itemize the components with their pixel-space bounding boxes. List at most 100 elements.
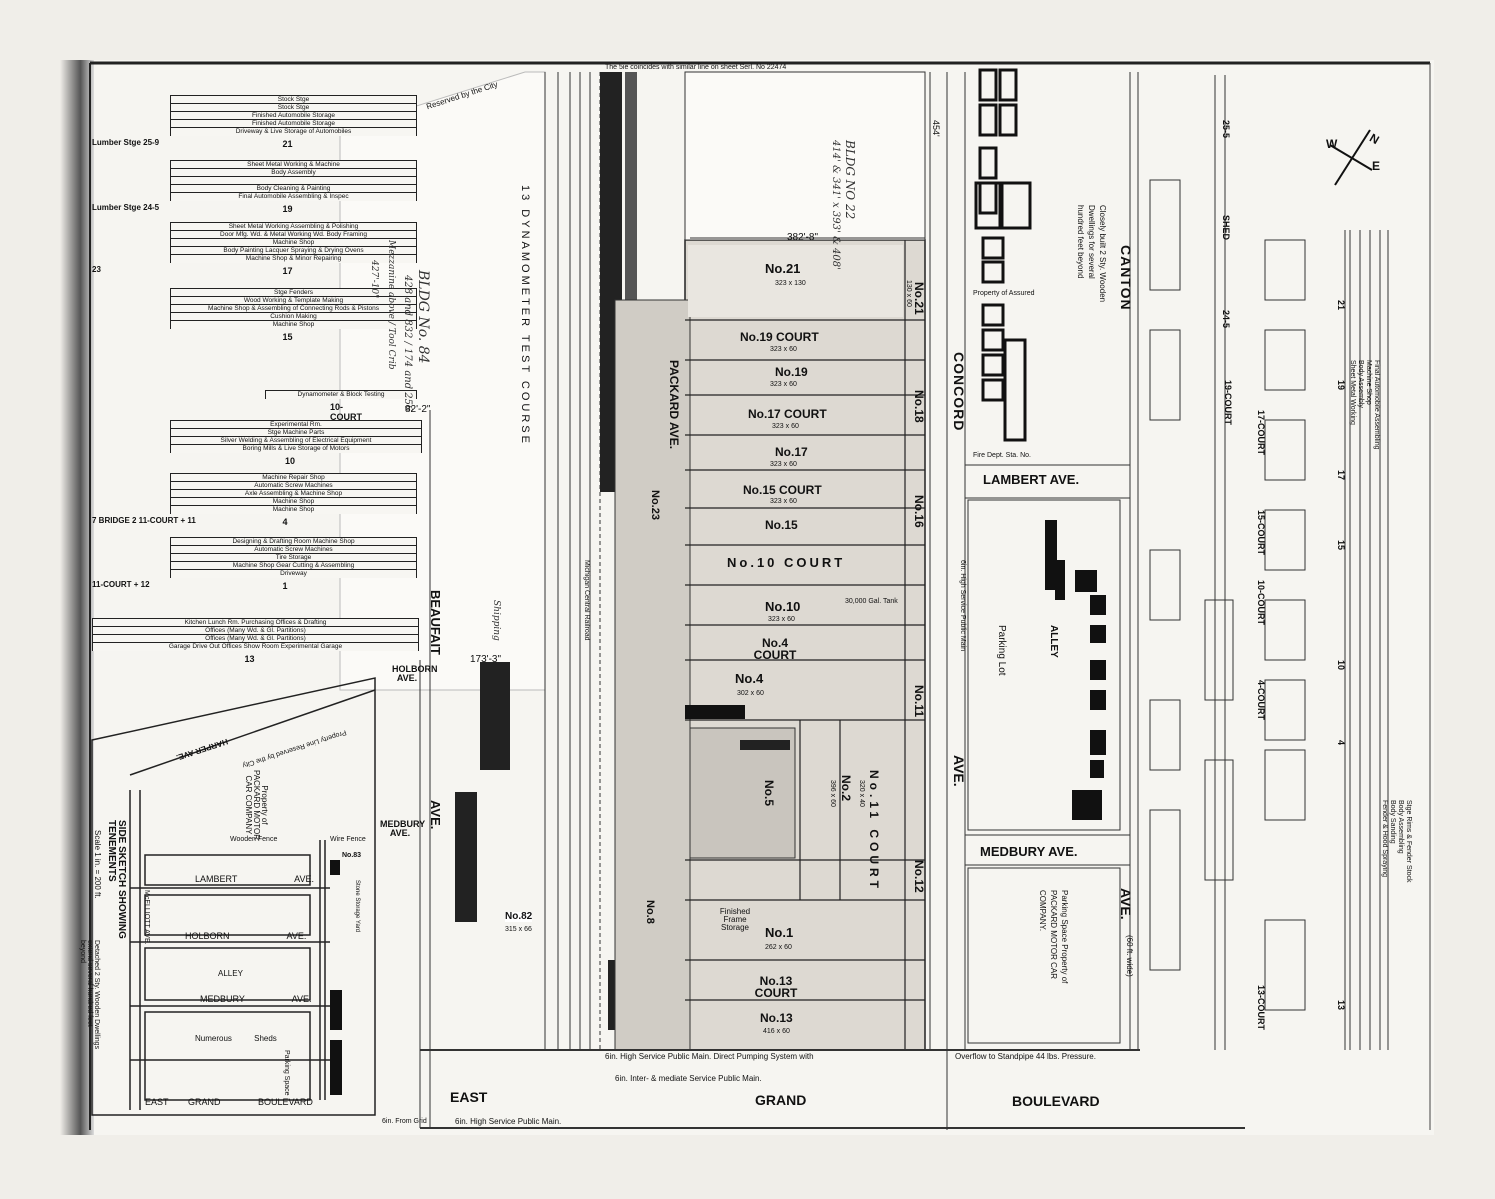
elevation-label: 13	[244, 654, 255, 664]
elevation-floor: Stge Machine Parts	[170, 428, 422, 437]
building-dims: 262 x 60	[765, 944, 792, 951]
elevation-side-label: 7 BRIDGE 2 11-COURT + 11	[92, 516, 196, 525]
inset-mcelliott: McELLIOTT AVE.	[143, 890, 150, 945]
compass-rose	[1329, 129, 1373, 186]
inset-east: EAST	[145, 1097, 169, 1107]
elevation-floor: Stock Stge	[170, 95, 417, 104]
right-elevation-label: 15	[1336, 540, 1346, 551]
elevation-label: 21	[282, 139, 293, 149]
elevation-floor: Cushion Making	[170, 312, 417, 321]
elevation-floor: Stock Stge	[170, 103, 417, 112]
railroad-label: Michigan Central Railroad	[583, 560, 590, 641]
water-main-label: 6in. High Service Public Main.	[455, 1117, 562, 1126]
elevation-side-label: 11-COURT + 12	[92, 580, 150, 589]
right-elevation-label: 13-COURT	[1256, 985, 1266, 1031]
top-note: The 5ie coincides with similar line on s…	[605, 64, 787, 71]
dwellings-note: Closely built 2 Sty. Wooden Dwellings fo…	[1075, 205, 1107, 303]
right-elevation-label: 24-5	[1221, 310, 1231, 329]
building-dims: 130 x 60	[905, 280, 912, 307]
elevation-floor: Machine Shop & Minor Repairing	[170, 254, 417, 263]
elevation-floor: Boring Mills & Live Storage of Motors	[170, 444, 422, 453]
inset-lambert: LAMBERT AVE.	[195, 874, 315, 884]
street-label-concord: CONCORD	[951, 352, 967, 432]
inset-no83: No.83	[342, 852, 362, 859]
building-label: No.13	[760, 1011, 793, 1025]
street-label-medbury-left: MEDBURY AVE.	[380, 819, 426, 838]
building-dims: 323 x 60	[770, 461, 797, 468]
building-label: No.11	[912, 685, 926, 718]
building-dims: 323 x 60	[770, 381, 797, 388]
mezzanine-note: Mezzanine above / Tool Crib	[386, 240, 396, 370]
elevation-floor: Kitchen Lunch Rm. Purchasing Offices & D…	[92, 618, 419, 627]
street-label-concord-ave: AVE.	[951, 755, 967, 787]
elevation-floor: Stge Fenders	[170, 288, 417, 297]
inset-parking: Parking Space	[283, 1050, 290, 1096]
elevation-floor: Machine Shop	[170, 320, 417, 329]
from-grid-label: 6in. From Grid	[382, 1118, 427, 1125]
bldg22-dims: 414' & 341' x 393' & 408'	[830, 140, 841, 270]
inset-numerous-sheds: Numerous Sheds	[195, 1034, 277, 1043]
building-dims: 323 x 60	[770, 346, 797, 353]
elevation-floor: Tire Storage	[170, 553, 417, 562]
parking-lot-label: Parking Lot	[996, 625, 1007, 676]
tank-label: 30,000 Gal. Tank	[845, 598, 898, 605]
building-label: No.13 COURT	[754, 974, 798, 1000]
compass-east: E	[1372, 159, 1381, 173]
building-dims: 323 x 130	[775, 280, 806, 287]
right-elevation-floor: Machine Shop	[1365, 360, 1372, 405]
building-label: No.8	[644, 900, 656, 924]
elevation-floor: Machine Shop	[170, 497, 417, 506]
water-main-label: 6in. Inter- & mediate Service Public Mai…	[615, 1074, 762, 1083]
elevation-floor: Experimental Rm.	[170, 420, 422, 429]
right-elevation-floor: Body Assembly	[1357, 360, 1364, 408]
elevation-label: 15	[282, 332, 293, 342]
elevation-side-label: 23	[92, 265, 101, 274]
building-label: No.19	[775, 365, 808, 379]
inset-grand: GRAND	[188, 1097, 221, 1107]
right-elevation-floor: Body Sanding	[1389, 800, 1396, 844]
inset-boulevard: BOULEVARD	[258, 1097, 313, 1107]
shipping-label: Shipping	[491, 600, 501, 641]
street-label-holborn-left: HOLBORN AVE.	[392, 664, 438, 683]
building-dims: 323 x 60	[770, 498, 797, 505]
building-label: No.4	[735, 671, 764, 686]
elevation-floor: Dynamometer & Block Testing	[265, 390, 417, 399]
building-dims: 320 x 40	[858, 780, 865, 807]
elevation-floor: Machine Shop Gear Cutting & Assembling	[170, 561, 417, 570]
parking-space-label: Parking Space Property of PACKARD MOTOR …	[1037, 890, 1069, 984]
fire-dept-label: Fire Dept. Sta. No.	[973, 452, 1031, 459]
elevation-floor: Machine Shop	[170, 505, 417, 514]
bldg22-label: BLDG NO 22	[843, 140, 857, 220]
right-elevation-label: 10-COURT	[1256, 580, 1266, 626]
building-label: No.19 COURT	[740, 330, 819, 344]
elevation-floor: Automatic Screw Machines	[170, 481, 417, 490]
street-label-grand: GRAND	[755, 1092, 807, 1108]
inset-medbury: MEDBURY AVE.	[200, 994, 312, 1004]
elevation-label: 10	[285, 456, 296, 466]
street-label-east: EAST	[450, 1089, 488, 1105]
inset-stone-yard: Stone Storage Yard	[354, 880, 360, 933]
inset-holborn: HOLBORN AVE.	[185, 931, 307, 941]
high-service-label: 6in. High Service Public Main	[959, 560, 966, 652]
elevation-floor: Body Cleaning & Painting	[170, 184, 417, 193]
alley-label: ALLEY	[1048, 625, 1059, 658]
packard-ave-label: PACKARD AVE.	[667, 360, 681, 450]
inset-scale: Scale 1 in. = 200 ft.	[93, 830, 102, 899]
right-elevation-label: 19-COURT	[1223, 380, 1233, 426]
building-label: No.11 COURT	[867, 770, 881, 893]
dimension-label: 82'-2"	[405, 404, 431, 415]
building-label: No.82	[505, 911, 533, 922]
building-label: No.10 COURT	[727, 555, 846, 570]
elevation-floor: Machine Shop & Assembling of Connecting …	[170, 304, 417, 313]
right-elevation-floor: Body Assembling	[1397, 800, 1404, 854]
street-label-medbury: MEDBURY AVE.	[980, 844, 1078, 859]
building-dims: 323 x 60	[768, 616, 795, 623]
right-elevation-label: 13	[1336, 1000, 1346, 1011]
street-label-canton-ave: AVE.	[1118, 888, 1134, 920]
test-course-label: 13 DYNAMOMETER TEST COURSE	[519, 185, 531, 446]
right-elevation-floor: Sheet Metal Working	[1349, 360, 1356, 425]
elevation-floor: Driveway	[170, 569, 417, 578]
building-label: No.16	[912, 495, 926, 528]
building-dims: 416 x 60	[763, 1028, 790, 1035]
